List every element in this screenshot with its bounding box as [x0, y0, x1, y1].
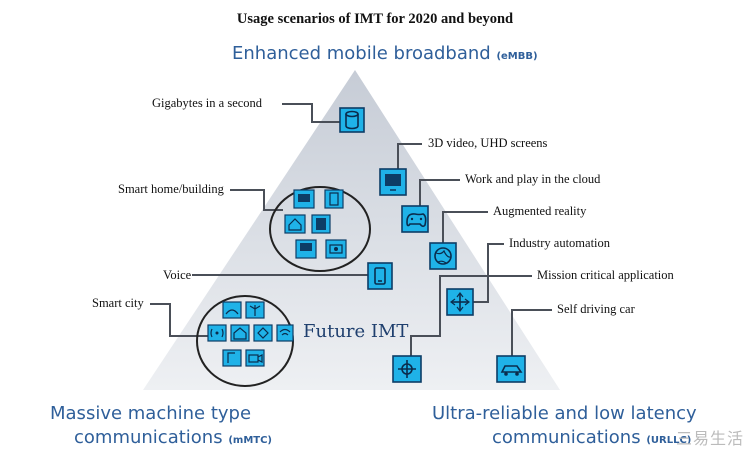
watermark: 三易生活 — [675, 429, 744, 448]
signal-icon — [207, 324, 227, 342]
urllc-heading: Ultra-reliable and low latency communica… — [432, 403, 697, 448]
camera-icon — [325, 239, 347, 259]
mission-label: Mission critical application — [537, 268, 674, 282]
mmtc-heading: Massive machine type communications (mMT… — [50, 403, 272, 448]
computer-icon — [295, 239, 317, 259]
voice-label: Voice — [163, 268, 192, 282]
turbine-icon — [245, 301, 265, 319]
ar-connector — [442, 211, 488, 243]
monitor-icon — [379, 168, 407, 196]
building-icon — [230, 324, 250, 342]
arrows-icon — [446, 288, 474, 316]
gigabytes-connector — [282, 103, 340, 123]
industry-connector — [470, 243, 504, 303]
gigabytes-label: Gigabytes in a second — [152, 96, 263, 110]
crosshair-icon — [392, 355, 422, 383]
car-label: Self driving car — [557, 302, 635, 316]
washer-icon — [311, 214, 331, 234]
car-icon — [496, 355, 526, 383]
traffic-icon — [253, 324, 273, 342]
video-connector — [397, 143, 422, 169]
tv-icon — [293, 189, 315, 209]
phone-icon — [367, 262, 393, 290]
future-imt-label: Future IMT — [303, 321, 409, 342]
embb-heading: Enhanced mobile broadband (eMBB) — [232, 43, 538, 64]
video-label: 3D video, UHD screens — [428, 136, 548, 150]
fridge-icon — [324, 189, 344, 209]
smarthome-connector — [230, 189, 283, 211]
diagram-title: Usage scenarios of IMT for 2020 and beyo… — [236, 11, 514, 27]
mission-connector — [410, 275, 532, 356]
streetlight-icon — [222, 349, 242, 367]
ar-label: Augmented reality — [493, 204, 587, 218]
database-icon — [339, 107, 365, 133]
car-connector — [511, 309, 552, 356]
smarthome-label: Smart home/building — [118, 182, 224, 196]
gamepad-icon — [401, 205, 429, 233]
industry-label: Industry automation — [509, 236, 611, 250]
wifi-icon — [276, 324, 294, 342]
smart-home-cluster — [269, 186, 371, 272]
cloud-label: Work and play in the cloud — [465, 172, 601, 186]
globe-icon — [429, 242, 457, 270]
smartcity-connector — [150, 303, 222, 337]
video-camera-icon — [245, 349, 265, 367]
smartcity-label: Smart city — [92, 296, 144, 310]
cloud-connector — [419, 179, 460, 206]
house-icon — [284, 214, 306, 234]
bridge-icon — [222, 301, 242, 319]
